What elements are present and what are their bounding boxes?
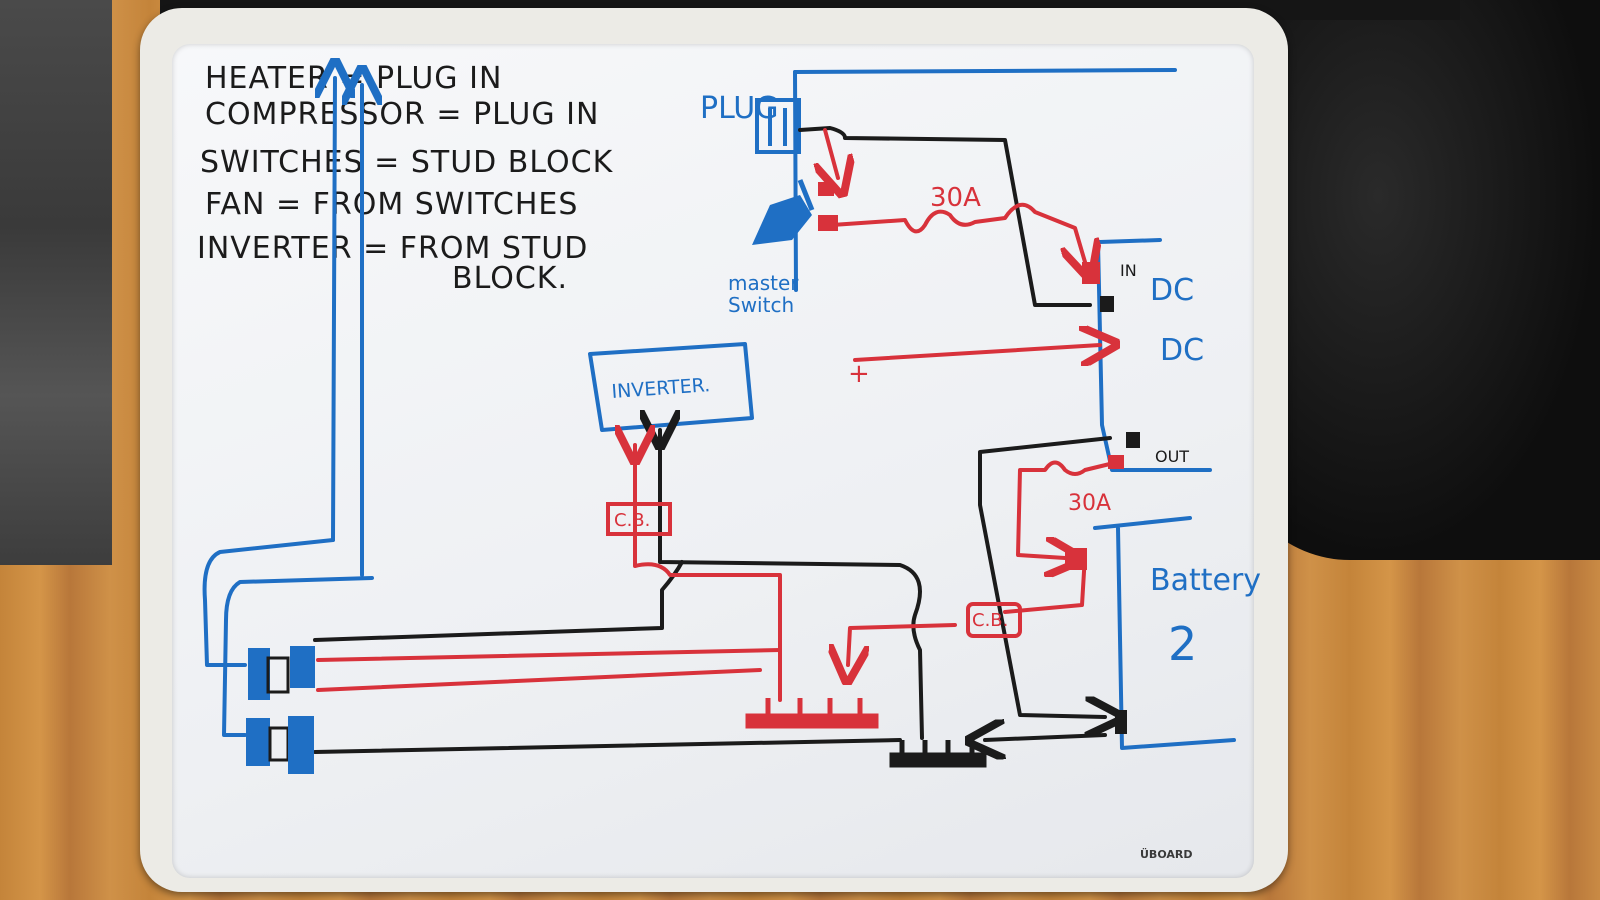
master-switch-icon — [752, 179, 815, 245]
dc-box-top — [1098, 238, 1162, 244]
battery-box — [1093, 516, 1236, 750]
black-switch-top — [313, 560, 684, 642]
cb-left-label: C.B. — [614, 510, 650, 531]
black-switch-bottom — [313, 738, 902, 754]
brand-logo: ÜBOARD — [1140, 848, 1193, 861]
note-inverter: INVERTER = FROM STUD — [197, 231, 588, 266]
red-out-to-battery — [1016, 460, 1120, 558]
dc-label-1: DC — [1150, 273, 1194, 308]
inverter-box — [588, 342, 754, 432]
out-label: OUT — [1155, 447, 1189, 466]
blue-top-line — [793, 68, 1177, 74]
battery-label: Battery — [1150, 563, 1261, 598]
plug-prongs — [768, 108, 787, 146]
black-wires — [313, 126, 1110, 754]
red-plug-to-switch — [825, 128, 838, 178]
left-switch-bottom — [246, 716, 314, 774]
plug-body — [755, 98, 801, 154]
plus-label: + — [848, 359, 870, 389]
red-switch-top — [316, 648, 782, 662]
black-stud-block — [889, 740, 987, 768]
blue-loop-outer — [202, 538, 335, 667]
notes-block: HEATER = PLUG IN COMPRESSOR = PLUG IN SW… — [197, 61, 614, 296]
cb-left-box — [606, 502, 672, 536]
red-battery-to-cb — [1003, 553, 1087, 614]
black-out-to-battery — [978, 436, 1110, 717]
blue-left-vertical — [793, 70, 798, 292]
rug — [0, 0, 112, 565]
note-fan: FAN = FROM SWITCHES — [205, 187, 578, 222]
red-plus-to-dc — [853, 345, 1100, 360]
red-cb-to-block — [848, 623, 957, 665]
note-heater: HEATER = PLUG IN — [205, 61, 502, 96]
inverter-label: INVERTER. — [611, 374, 711, 403]
dc-label-2: DC — [1160, 333, 1204, 368]
fuse-top-label: 30A — [930, 183, 981, 213]
black-battery-to-block — [985, 735, 1107, 740]
plug-connector — [755, 98, 801, 154]
red-switch-bottom — [316, 668, 762, 692]
cb-right-label: C.B. — [972, 610, 1008, 631]
master-switch-label: master — [728, 271, 799, 295]
red-inverter-to-block — [635, 445, 782, 702]
battery-number-label: 2 — [1168, 617, 1197, 671]
leather-chair — [1230, 0, 1600, 560]
red-terminals — [818, 182, 1124, 570]
red-stud-block — [745, 698, 879, 729]
plug-label: PLUG — [700, 91, 779, 126]
note-switches: SWITCHES = STUD BLOCK — [200, 145, 614, 180]
switch-label: Switch — [728, 293, 794, 317]
dc-in-label: IN — [1120, 261, 1137, 280]
blue-arrow-heater — [333, 78, 335, 542]
note-compressor: COMPRESSOR = PLUG IN — [205, 97, 599, 132]
red-switch-to-dc — [830, 202, 1085, 262]
blue-loop-inner — [222, 576, 374, 737]
black-plug-to-dc — [798, 126, 1092, 307]
black-inverter-to-block — [660, 430, 924, 740]
cb-right-box — [966, 602, 1022, 638]
fuse-bottom-label: 30A — [1068, 491, 1111, 516]
note-block: BLOCK. — [452, 261, 568, 296]
left-switch-top — [248, 646, 315, 700]
red-wires — [316, 128, 1120, 702]
whiteboard-surface — [172, 44, 1254, 878]
black-terminals — [1100, 296, 1140, 734]
